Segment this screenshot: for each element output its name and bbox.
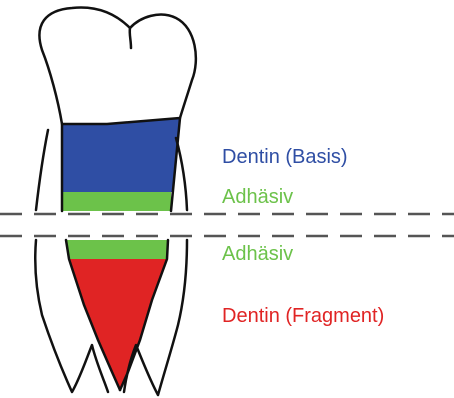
adhesive-upper-layer: [62, 192, 171, 211]
label-adhesive-lower: Adhäsiv: [222, 243, 293, 265]
crown-fissure: [130, 28, 131, 48]
label-dentin-fragment: Dentin (Fragment): [222, 305, 384, 327]
adhesive-lower-layer: [66, 240, 168, 259]
root-left-outline-upper: [36, 130, 48, 210]
root-right-outline-upper: [176, 138, 187, 210]
dentin-basis-region: [62, 118, 180, 192]
dentin-fragment-region: [69, 259, 167, 390]
label-dentin-basis: Dentin (Basis): [222, 146, 348, 168]
tooth-crown-outline: [39, 8, 195, 124]
label-adhesive-upper: Adhäsiv: [222, 186, 293, 208]
